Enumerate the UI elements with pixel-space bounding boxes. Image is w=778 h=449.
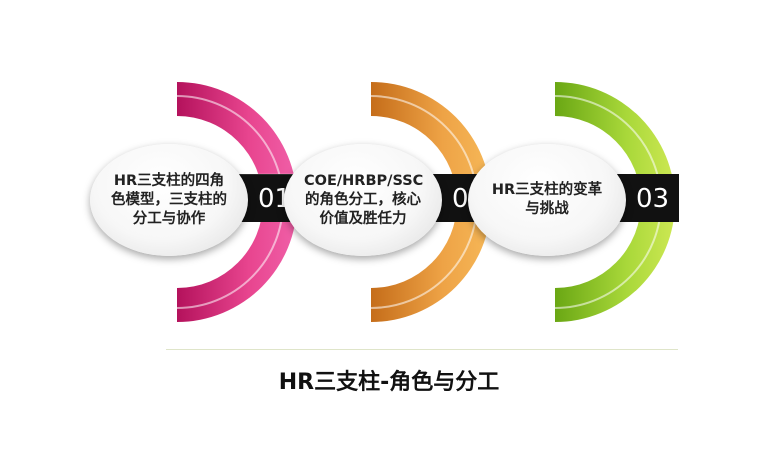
divider-line [166, 349, 678, 350]
diagram-title: HR三支柱-角色与分工 [278, 370, 500, 395]
step-text-01: HR三支柱的四角色模型，三支柱的分工与协作 [111, 172, 227, 227]
step-text-02: COE/HRBP/SSC的角色分工，核心价值及胜任力 [304, 172, 424, 227]
step-01: 01 HR三支柱的四角色模型，三支柱的分工与协作 [80, 82, 310, 322]
step-03: 03 HR三支柱的变革与挑战 [458, 82, 688, 322]
step-oval-01: HR三支柱的四角色模型，三支柱的分工与协作 [90, 144, 248, 256]
step-oval-02: COE/HRBP/SSC的角色分工，核心价值及胜任力 [284, 144, 442, 256]
step-text-03: HR三支柱的变革与挑战 [491, 182, 603, 217]
step-oval-03: HR三支柱的变革与挑战 [468, 144, 626, 256]
step-number-03: 03 [636, 184, 670, 214]
